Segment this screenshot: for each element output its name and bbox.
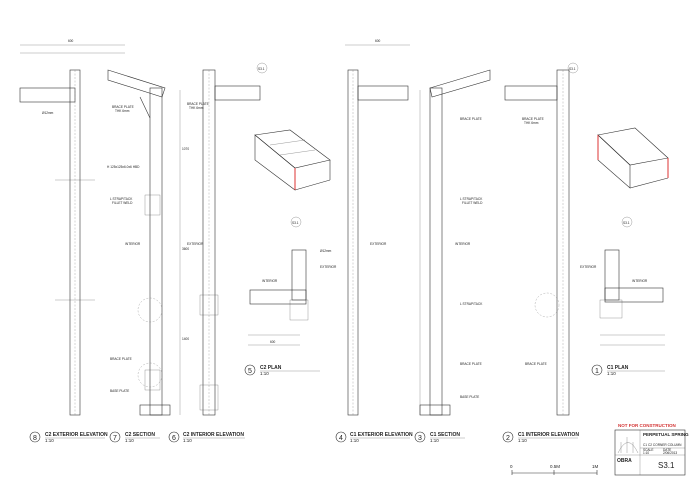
svg-text:S3.1: S3.1 [258,67,265,71]
svg-text:3: 3 [418,435,422,442]
svg-text:L STRAP/TACK: L STRAP/TACK [110,197,133,201]
svg-text:BRACE PLATE: BRACE PLATE [522,117,544,121]
svg-text:2/06/2013: 2/06/2013 [663,451,677,455]
svg-text:3600: 3600 [182,247,189,251]
svg-text:5: 5 [248,368,252,375]
svg-text:THK 6mm: THK 6mm [115,109,130,113]
svg-text:EXTERIOR: EXTERIOR [580,265,597,269]
svg-text:L STRAP/TACK: L STRAP/TACK [460,302,483,306]
svg-text:L STRAP/TACK: L STRAP/TACK [460,197,483,201]
svg-text:EXTERIOR: EXTERIOR [370,242,387,246]
svg-text:EXTERIOR: EXTERIOR [187,242,204,246]
svg-text:SCALE: SCALE [643,448,653,452]
svg-text:600: 600 [375,39,381,43]
svg-text:0.5M: 0.5M [550,464,560,469]
svg-text:H 125x125x6.0x6 HBD: H 125x125x6.0x6 HBD [107,165,140,169]
svg-text:C1 PLAN: C1 PLAN [607,365,629,371]
svg-text:S3.1: S3.1 [658,461,675,470]
svg-text:1070: 1070 [182,147,189,151]
svg-text:1:10: 1:10 [350,438,359,443]
svg-text:OBRA: OBRA [617,458,632,464]
svg-text:C1 C2 CORNER COLUMN: C1 C2 CORNER COLUMN [643,443,682,447]
svg-text:BRACE PLATE: BRACE PLATE [525,362,547,366]
svg-text:EXTERIOR: EXTERIOR [320,265,337,269]
svg-text:1:10: 1:10 [643,451,649,455]
svg-text:BRACE PLATE: BRACE PLATE [110,357,132,361]
svg-text:Ø12mm: Ø12mm [320,249,332,253]
svg-text:THK 6mm: THK 6mm [524,121,539,125]
svg-text:1:10: 1:10 [518,438,527,443]
svg-text:INTERIOR: INTERIOR [455,242,471,246]
c1-plan: S3.1 EXTERIOR INTERIOR [580,216,665,346]
svg-text:DATE: DATE [663,448,671,452]
svg-text:1400: 1400 [182,337,189,341]
svg-text:PERPETUAL SPRING: PERPETUAL SPRING [643,432,689,437]
c1-interior-elevation: BRACE PLATE THK 6mm BRACE PLATE S3.1 [504,62,579,416]
svg-text:7: 7 [113,435,117,442]
svg-text:BRACE PLATE: BRACE PLATE [460,117,482,121]
c2-plan: S3.1 INTERIOR EXTERIOR Ø12mm 600 [248,216,337,346]
svg-text:1: 1 [595,368,599,375]
c2-interior-elevation: BRACE PLATE THK 6mm EXTERIOR S3.1 [187,62,268,416]
svg-text:BRACE PLATE: BRACE PLATE [187,102,209,106]
svg-text:BRACE PLATE: BRACE PLATE [460,362,482,366]
svg-text:C1 INTERIOR ELEVATION: C1 INTERIOR ELEVATION [518,432,579,438]
svg-text:S3.1: S3.1 [569,67,576,71]
c1-exterior-elevation: 600 EXTERIOR [345,39,410,416]
svg-text:2: 2 [506,435,510,442]
svg-text:BRACE PLATE: BRACE PLATE [112,105,134,109]
svg-text:8: 8 [33,435,37,442]
svg-text:BASE PLATE: BASE PLATE [460,395,479,399]
svg-text:1:10: 1:10 [607,371,616,376]
svg-text:C1 EXTERIOR ELEVATION: C1 EXTERIOR ELEVATION [350,432,413,438]
scale-bar: 0 0.5M 1M [510,464,599,475]
svg-text:INTERIOR: INTERIOR [632,279,648,283]
svg-text:FILLET WELD: FILLET WELD [112,201,133,205]
svg-text:BASE PLATE: BASE PLATE [110,389,129,393]
svg-text:Ø12mm: Ø12mm [42,111,54,115]
c1-section: BRACE PLATE L STRAP/TACK FILLET WELD INT… [419,69,491,416]
svg-text:S3.1: S3.1 [292,221,299,225]
svg-text:0: 0 [510,464,513,469]
svg-text:FILLET WELD: FILLET WELD [462,201,483,205]
svg-text:C2 PLAN: C2 PLAN [260,365,282,371]
svg-text:C2 EXTERIOR ELEVATION: C2 EXTERIOR ELEVATION [45,432,108,438]
c2-isometric [254,129,331,191]
svg-text:INTERIOR: INTERIOR [125,242,141,246]
c2-exterior-elevation: 600 Ø12mm [19,39,125,416]
svg-text:THK 6mm: THK 6mm [189,106,204,110]
c1-isometric [597,127,669,189]
svg-text:600: 600 [270,340,276,344]
title-block: NOT FOR CONSTRUCTION PERPETUAL SPRING C1… [614,423,689,476]
svg-text:4: 4 [339,435,343,442]
svg-text:1:10: 1:10 [45,438,54,443]
svg-text:S3.1: S3.1 [623,221,630,225]
svg-text:1:10: 1:10 [430,438,439,443]
svg-text:1:10: 1:10 [125,438,134,443]
svg-text:NOT FOR CONSTRUCTION: NOT FOR CONSTRUCTION [618,423,676,428]
svg-text:1:10: 1:10 [183,438,192,443]
svg-text:C1 SECTION: C1 SECTION [430,432,460,438]
svg-text:C2 SECTION: C2 SECTION [125,432,155,438]
svg-text:1:10: 1:10 [260,371,269,376]
svg-text:1M: 1M [592,464,599,469]
svg-text:600: 600 [68,39,74,43]
svg-text:C2 INTERIOR ELEVATION: C2 INTERIOR ELEVATION [183,432,244,438]
svg-text:INTERIOR: INTERIOR [262,279,278,283]
c2-section: 1070 3600 1400 BRACE PLATE THK 6mm H 125… [107,69,189,416]
svg-text:6: 6 [172,435,176,442]
